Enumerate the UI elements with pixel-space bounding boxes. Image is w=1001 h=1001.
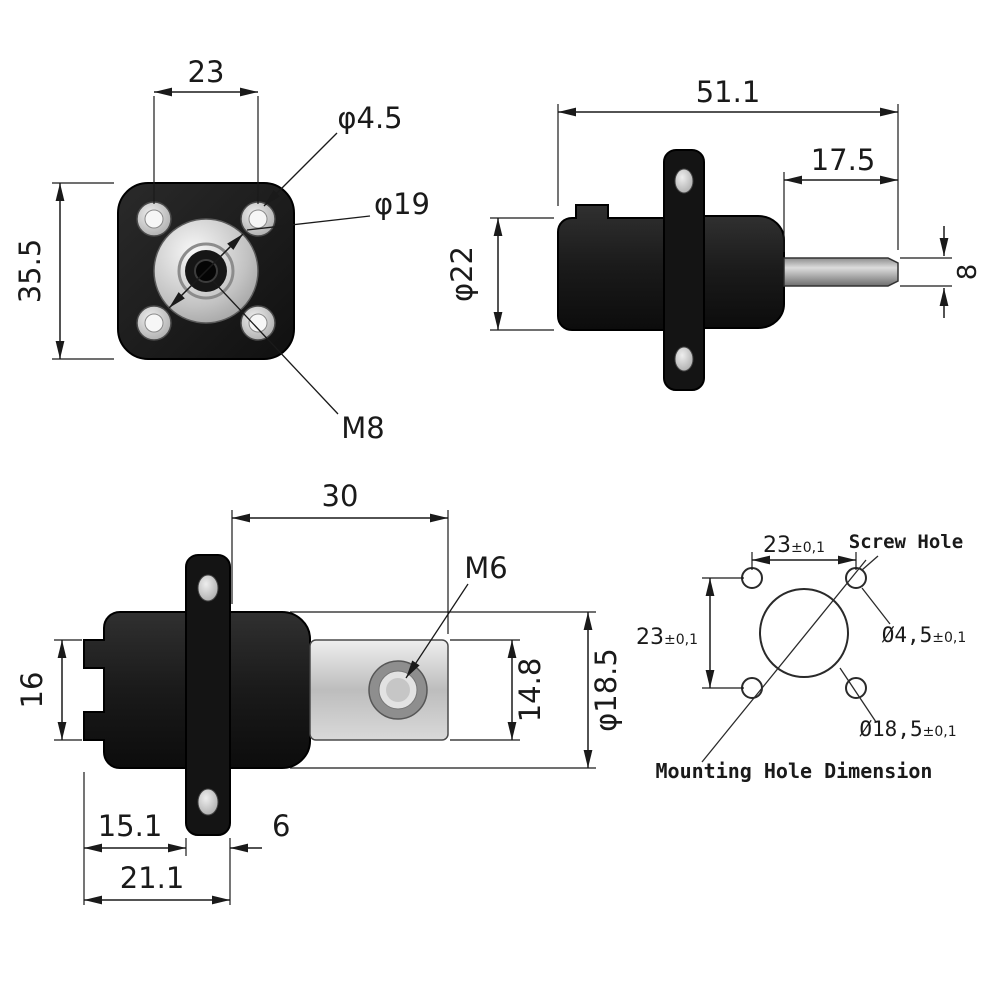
- flange-hole-bottom: [197, 788, 219, 816]
- screw-hole-bottom-left: [741, 677, 763, 699]
- dim-hole-spacing: 23: [188, 55, 225, 89]
- dim-total-length: 51.1: [696, 75, 761, 109]
- leader-thread: [212, 280, 339, 415]
- leader-center-hole-dia: [839, 667, 877, 723]
- dim-thread: M8: [341, 411, 384, 445]
- dim-flange-size: 35.5: [13, 239, 47, 304]
- leader-screw-hole-dia: [861, 587, 891, 625]
- extension-lines-flange-size: [52, 182, 114, 360]
- dim-vertical-tolerance: ±0,1: [664, 632, 698, 648]
- busbar-hole-inner: [386, 678, 410, 702]
- center-hole-circle: [759, 588, 849, 678]
- connector-body-rear: [83, 611, 187, 769]
- dim-tab-height: 14.8: [513, 658, 547, 723]
- mounting-hole-diagram: 23±0,1 23±0,1 Screw Hole Ø4,5±0,1 Ø18,5±…: [636, 531, 966, 783]
- dim-horizontal-tolerance: ±0,1: [791, 540, 825, 556]
- dim-flange-thickness: 6: [272, 809, 290, 843]
- busbar-hole: [368, 660, 428, 720]
- dim-body-length: 15.1: [98, 809, 163, 843]
- extension-lines-boss-dia: [290, 611, 596, 769]
- extension-lines-vertical-spacing: [702, 577, 744, 689]
- extension-lines-body-height: [54, 639, 82, 741]
- dim-body-dia: φ22: [445, 246, 479, 302]
- center-hole-dia-tolerance: ±0,1: [923, 724, 957, 740]
- flange-hole-top: [674, 168, 694, 194]
- dim-screw-hole-dia: φ4.5: [337, 101, 402, 135]
- dim-boss-dia: φ18.5: [589, 648, 623, 732]
- dim-hole-thread: M6: [464, 551, 507, 585]
- screw-hole-top-left: [741, 567, 763, 589]
- extension-lines-total-length: [557, 104, 899, 250]
- mounting-hole-top-left: [136, 201, 172, 237]
- busbar-view-dimensions: 30 M6 16 14.8 φ18.5 15.1 6 21.1: [15, 479, 623, 905]
- section-line: [701, 559, 867, 763]
- side-view-dimensions: 51.1 17.5 φ22 8: [445, 75, 983, 331]
- leader-boss-dia: [246, 215, 371, 231]
- mounting-hole-bottom-left: [136, 305, 172, 341]
- screw-hole-dia-value: Ø4,5: [882, 623, 933, 647]
- hole-inner: [248, 209, 268, 229]
- dim-center-hole-dia: Ø18,5±0,1: [859, 717, 956, 741]
- leader-screw-hole: [263, 132, 338, 207]
- flange-hole-top: [197, 574, 219, 602]
- hole-inner: [144, 313, 164, 333]
- dim-pin-length: 17.5: [811, 143, 876, 177]
- extension-lines-hole-spacing: [153, 96, 259, 204]
- hole-inner: [248, 313, 268, 333]
- connector-body-side: [557, 204, 665, 331]
- dimline-boss-dia: [168, 233, 244, 309]
- flange-hole-bottom: [674, 346, 694, 372]
- dim-body-height: 16: [15, 672, 49, 709]
- leader-screw-hole-label: [861, 555, 879, 571]
- dim-total-left-length: 21.1: [120, 861, 185, 895]
- connector-boss-rear: [229, 611, 311, 769]
- dim-horizontal-spacing: 23±0,1: [763, 533, 825, 558]
- screw-hole-dia-tolerance: ±0,1: [932, 630, 966, 646]
- dim-tab-length: 30: [322, 479, 359, 513]
- center-hole-dia-value: Ø18,5: [859, 717, 922, 741]
- dim-horizontal-value: 23: [763, 533, 791, 558]
- extension-lines-tab-height: [450, 639, 520, 741]
- screw-hole-bottom-right: [845, 677, 867, 699]
- mounting-hole-bottom-right: [240, 305, 276, 341]
- front-view: 23 φ4.5 φ19 35.5 M8: [13, 55, 430, 445]
- dim-vertical-spacing: 23±0,1: [636, 625, 698, 650]
- dim-vertical-value: 23: [636, 625, 664, 650]
- extension-lines-pin-width: [900, 257, 952, 287]
- dim-pin-width: 8: [953, 264, 983, 281]
- extension-lines-body-dia: [490, 217, 554, 331]
- hole-inner: [144, 209, 164, 229]
- connector-boss-side: [703, 215, 785, 329]
- busbar-view: 30 M6 16 14.8 φ18.5 15.1 6 21.1: [15, 479, 623, 905]
- side-view: 51.1 17.5 φ22 8: [445, 75, 983, 391]
- dim-screw-hole-dia: Ø4,5±0,1: [882, 623, 967, 647]
- dim-boss-dia: φ19: [374, 187, 430, 221]
- leader-hole-thread: [405, 583, 469, 679]
- mounting-diagram-caption: Mounting Hole Dimension: [656, 759, 933, 783]
- front-view-dimensions: 23 φ4.5 φ19 35.5 M8: [13, 55, 430, 445]
- mounting-hole-top-right: [240, 201, 276, 237]
- screw-hole-top-right: [845, 567, 867, 589]
- contact-pin: [783, 257, 899, 287]
- screw-hole-label: Screw Hole: [849, 531, 963, 553]
